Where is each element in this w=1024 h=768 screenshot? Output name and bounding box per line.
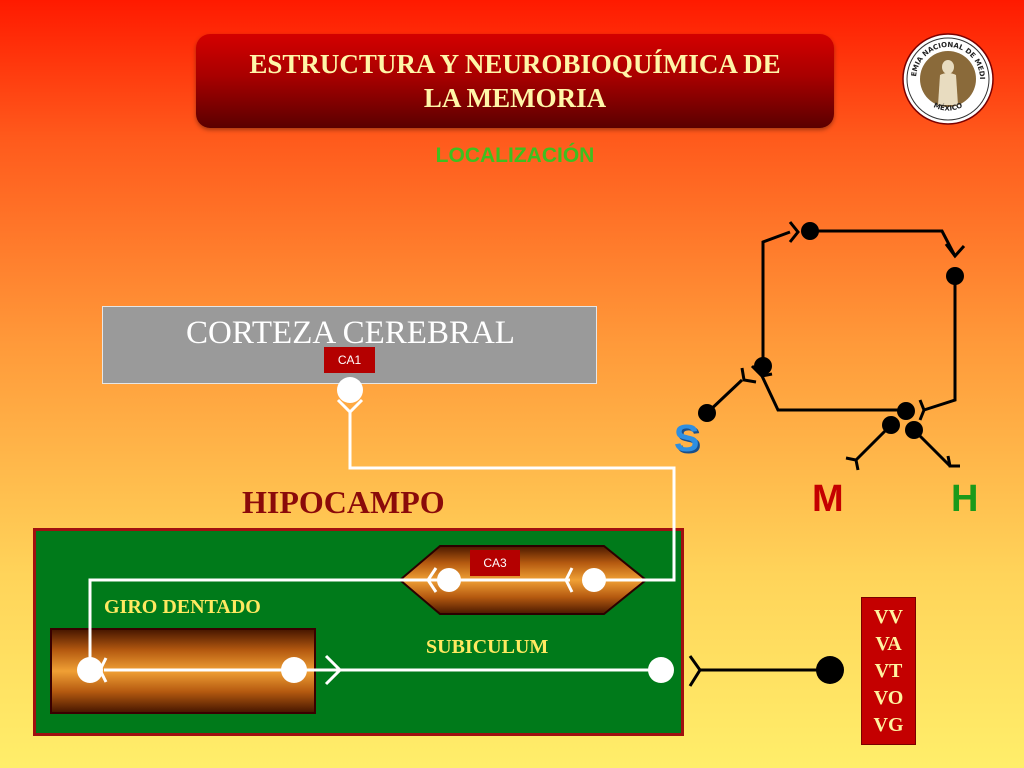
subiculum-synapse: [324, 654, 343, 686]
right-synapse: [918, 399, 926, 421]
ca1-neuron: [337, 377, 363, 403]
dentate-neuron-left: [77, 657, 103, 683]
output-list: VV VA VT VO VG: [861, 597, 916, 745]
hippocampal-pathway: [88, 410, 676, 672]
circuit-neuron-bottom: [897, 402, 915, 420]
ca1-to-ca3-path: [348, 410, 676, 582]
circuit-left: [761, 230, 791, 366]
slide-title: ESTRUCTURA Y NEUROBIOQUÍMICA DE LA MEMOR…: [249, 49, 781, 113]
ca3-synapse-right: [564, 567, 574, 593]
output-item: VT: [874, 659, 903, 682]
output-neuron: [816, 656, 844, 684]
subiculum-neuron: [648, 657, 674, 683]
dentate-gyrus-label: GIRO DENTADO: [104, 596, 261, 618]
circuit-neuron-top: [801, 222, 819, 240]
logo-text-bottom: MÉXICO: [932, 101, 963, 112]
ca3-neuron-right: [582, 568, 606, 592]
letter-h: H: [951, 478, 979, 520]
circuit-neuron-right: [946, 267, 964, 285]
circuit-bottom: [760, 375, 906, 412]
neuron-bodies-black: [698, 222, 964, 439]
m-synapse: [845, 456, 860, 471]
subiculum-label: SUBICULUM: [426, 636, 549, 658]
cortex-label: CORTEZA CEREBRAL: [186, 315, 515, 351]
circuit-top: [810, 229, 957, 257]
neuron-bodies-white: [77, 377, 674, 683]
circuit-neuron-s: [698, 404, 716, 422]
s-synapse: [740, 367, 757, 384]
circuit-neuron-m: [882, 416, 900, 434]
output-item: VG: [873, 713, 904, 736]
ca1-synapse: [336, 398, 364, 415]
circuit-neuron-h: [905, 421, 923, 439]
output-pathway: [688, 655, 830, 687]
ca1-tag: CA1: [324, 347, 375, 373]
letter-s: S: [674, 418, 700, 460]
top-left-synapse: [788, 221, 800, 243]
ca3-to-dentate-path: [88, 578, 450, 670]
svg-text:MÉXICO: MÉXICO: [932, 101, 963, 112]
top-right-synapse: [944, 243, 966, 259]
hippocampus-label: HIPOCAMPO: [242, 484, 445, 520]
dentate-neuron-right: [281, 657, 307, 683]
output-item: VV: [874, 605, 903, 628]
synapse-forks-black: [740, 221, 966, 471]
ca3-neuron-left: [437, 568, 461, 592]
ca3-synapse-left: [426, 567, 438, 593]
output-item: VO: [873, 686, 904, 709]
letter-m: M: [812, 478, 844, 520]
slide-subtitle: LOCALIZACIÓN: [435, 144, 595, 167]
output-item: VA: [875, 632, 902, 655]
circuit-right: [923, 276, 957, 412]
output-synapse: [688, 655, 702, 687]
h-synapse: [946, 455, 960, 468]
circuit-neuron-middle: [754, 357, 772, 375]
ca3-tag: CA3: [470, 550, 520, 576]
academy-seal-logo: ACADEMIA NACIONAL DE MEDICINA MÉXICO: [902, 33, 994, 125]
title-banner: ESTRUCTURA Y NEUROBIOQUÍMICA DE LA MEMOR…: [196, 34, 834, 128]
